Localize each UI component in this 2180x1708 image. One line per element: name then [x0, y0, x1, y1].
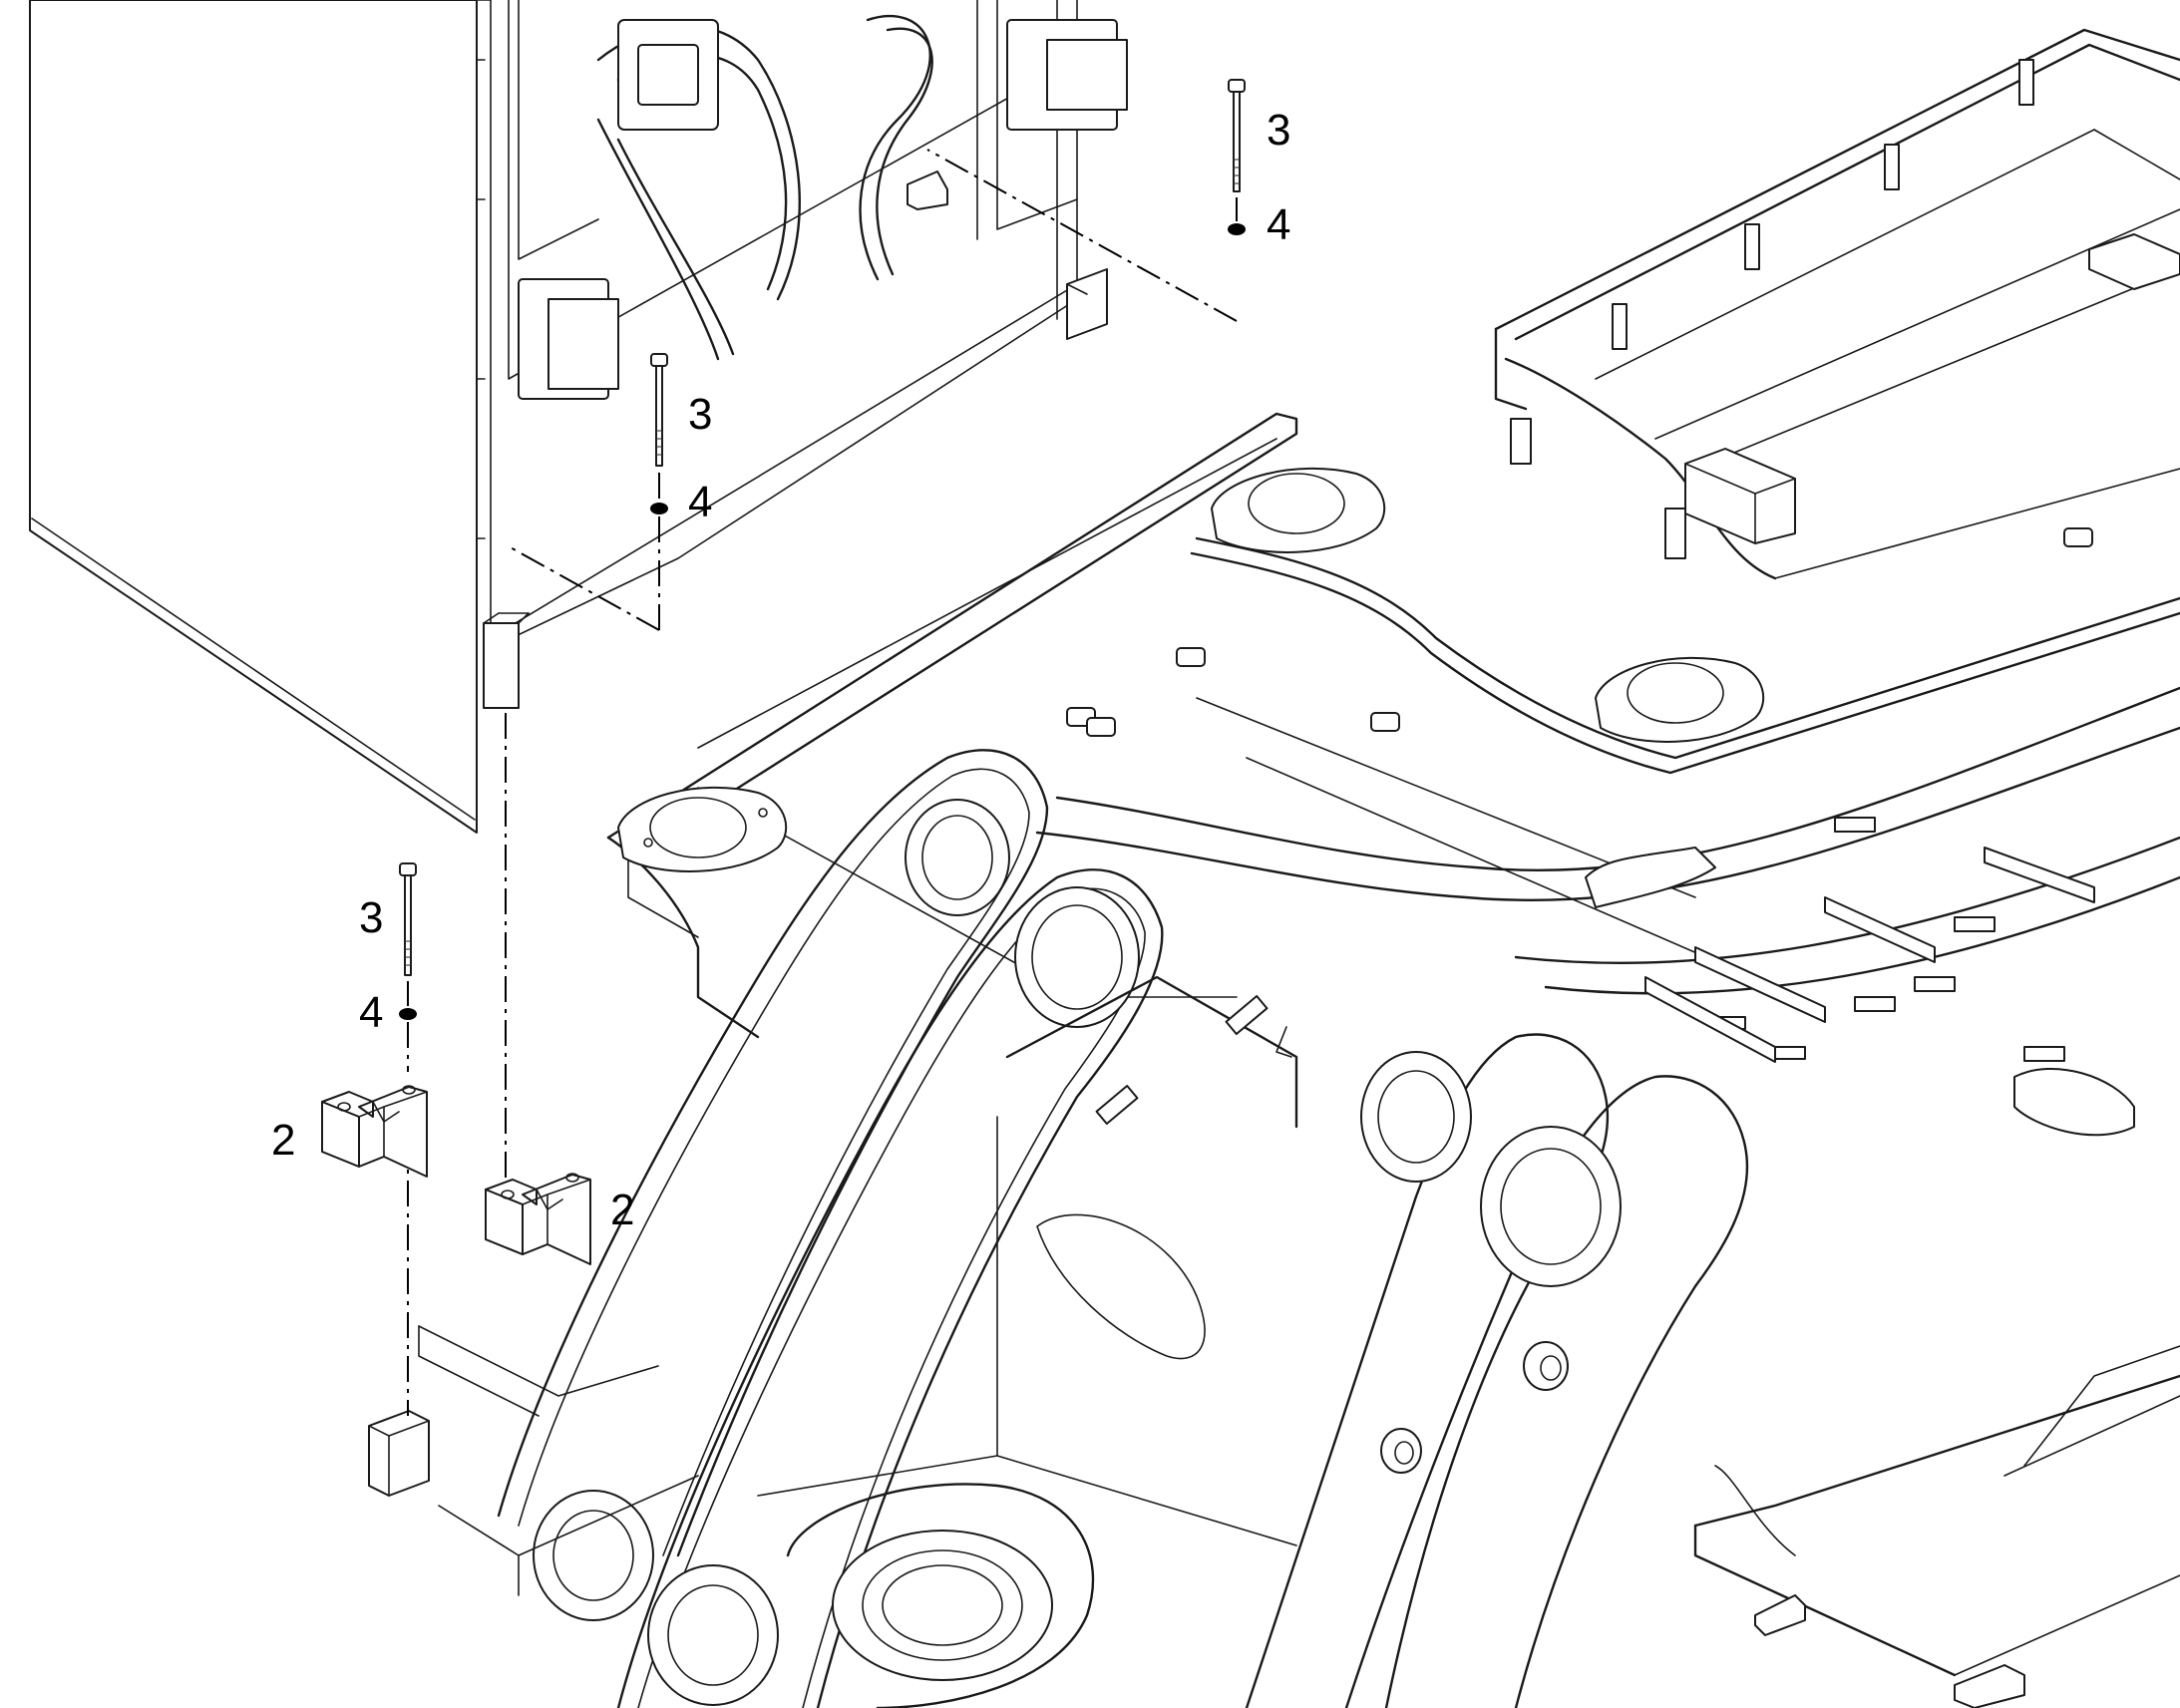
cover-plate-2: [1211, 467, 1386, 553]
lower-left-frame: [368, 1325, 699, 1596]
bolt-3-a: [1228, 79, 1246, 192]
cover-plate-1: [617, 786, 788, 872]
callout-3-b: 3: [688, 390, 712, 439]
callout-2-a: 2: [271, 1116, 295, 1165]
washer-4-c: [399, 1008, 417, 1020]
callout-4-c: 4: [359, 988, 383, 1037]
cover-plate-3: [1595, 656, 1765, 743]
washer-4-b: [650, 503, 668, 514]
lower-right-frame: [1693, 1345, 2180, 1708]
callout-4-a: 4: [1267, 200, 1290, 249]
callout-3-c: 3: [359, 893, 383, 942]
mount-block-2-a: [321, 1085, 428, 1178]
bolt-3-c: [399, 862, 417, 976]
main-chassis: [606, 412, 2180, 1137]
assembly-line-b3: [508, 545, 660, 631]
boom-arm-left: [497, 749, 1049, 1621]
boom-arm-right: [616, 868, 1164, 1708]
callout-3-a: 3: [1267, 106, 1290, 155]
callout-2-b: 2: [610, 1186, 634, 1234]
boom-arm-far: [1245, 1033, 1749, 1708]
center-housing: [757, 975, 1569, 1708]
upper-frame-right: [1494, 28, 2180, 580]
mount-block-2-b: [485, 1173, 591, 1265]
side-panel: [29, 0, 1128, 834]
washer-4-a: [1228, 223, 1246, 235]
bolt-3-b: [650, 353, 668, 467]
assembly-line-a2: [926, 149, 1238, 322]
callout-4-b: 4: [688, 478, 712, 526]
